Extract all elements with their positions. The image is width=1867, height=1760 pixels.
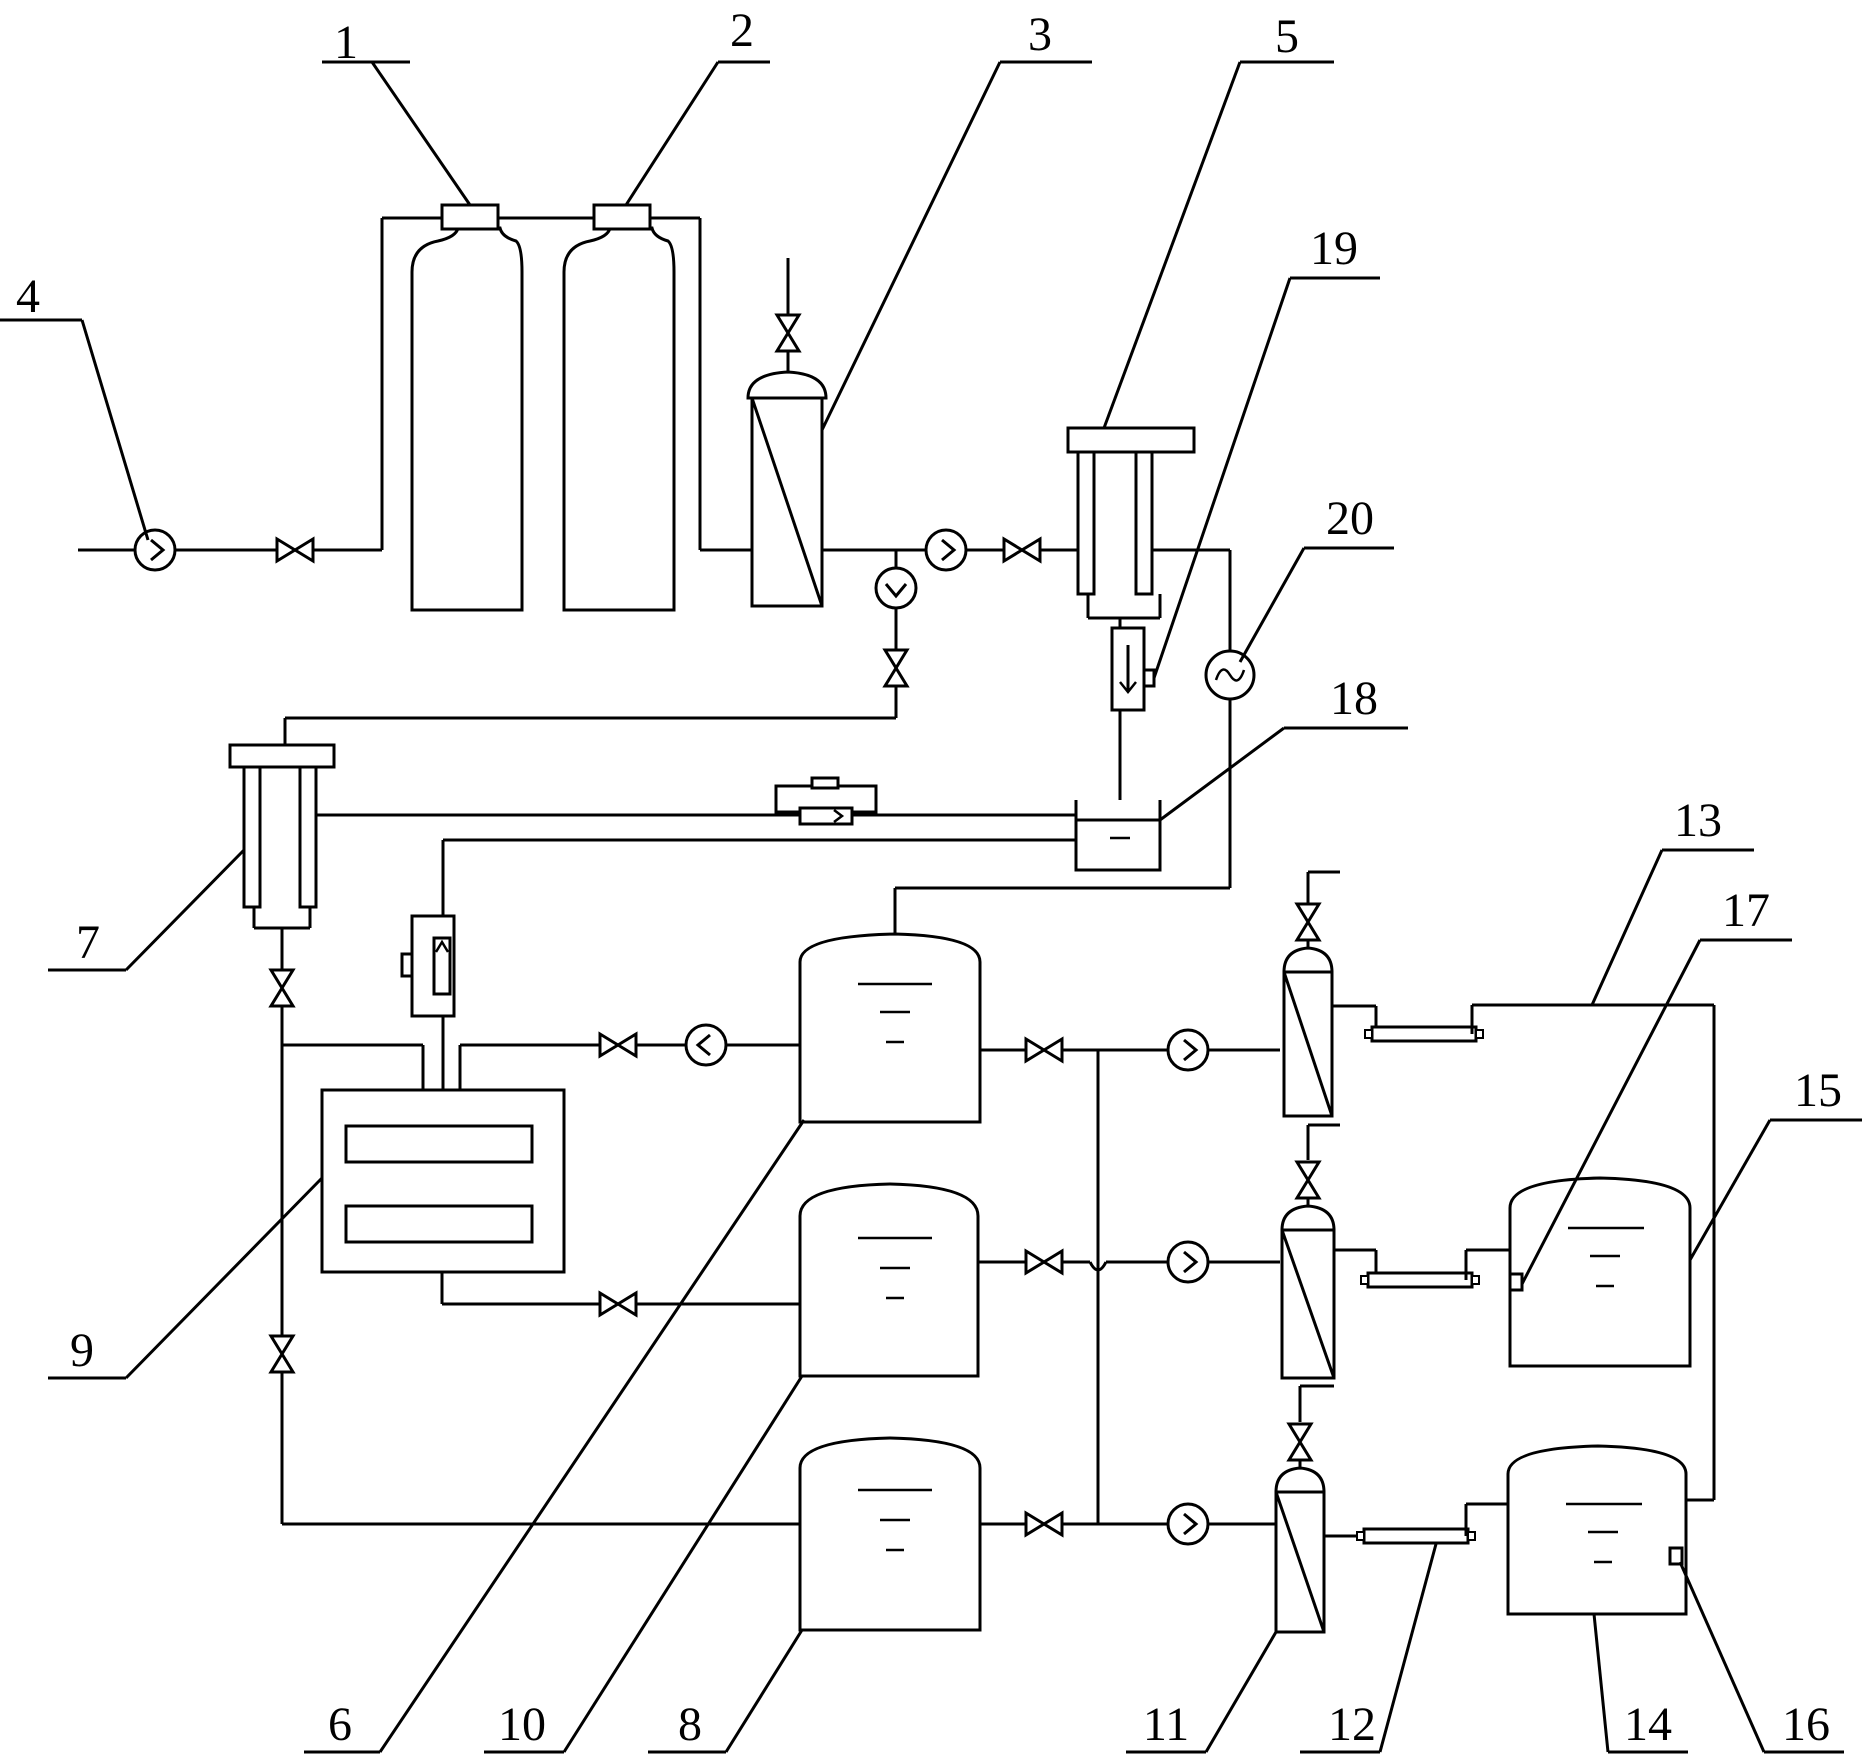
label-6: 6	[328, 1698, 352, 1751]
tank-10	[798, 1182, 980, 1378]
label-9: 9	[70, 1324, 94, 1377]
membrane-module-7	[228, 743, 336, 930]
label-15: 15	[1794, 1064, 1842, 1117]
inlet-pump-icon	[133, 528, 177, 572]
cartridge-filter-11	[1274, 1384, 1334, 1634]
label-19: 19	[1310, 222, 1358, 275]
pump-row3-icon	[1166, 1502, 1210, 1546]
label-1: 1	[334, 16, 358, 69]
tank8-outlet-valve-icon	[1024, 1511, 1064, 1537]
booster-pump-icon	[924, 528, 968, 572]
inlet-valve-icon	[275, 537, 315, 563]
horizontal-flowmeter	[774, 776, 878, 826]
label-3: 3	[1028, 8, 1052, 61]
label-18: 18	[1330, 672, 1378, 725]
filter-vessel-1	[410, 203, 524, 612]
uv-tube-row2	[1359, 1271, 1481, 1289]
tank10-outlet-valve-icon	[1024, 1249, 1064, 1275]
cartridge-filter-row2	[1280, 1123, 1340, 1380]
heater-pump-icon	[684, 1023, 728, 1067]
tank-14	[1506, 1444, 1688, 1616]
label-2: 2	[730, 4, 754, 57]
label-8: 8	[678, 1698, 702, 1751]
tank6-outlet-valve-icon	[1024, 1037, 1064, 1063]
label-17: 17	[1722, 884, 1770, 937]
pump-row1-icon	[1166, 1028, 1210, 1072]
filter-vessel-2	[562, 203, 676, 612]
level-sensor-16	[1668, 1546, 1684, 1566]
heater-outlet-valve-icon	[598, 1291, 638, 1317]
branch-valve-icon	[883, 648, 909, 688]
label-14: 14	[1624, 1698, 1672, 1751]
cartridge-filter-3	[746, 258, 828, 608]
drain-valve-icon	[269, 968, 295, 1008]
label-5: 5	[1275, 10, 1299, 63]
label-11: 11	[1143, 1698, 1189, 1751]
rotameter-19	[1110, 626, 1156, 712]
cartridge-filter-row1	[1282, 870, 1340, 1118]
label-13: 13	[1674, 794, 1722, 847]
return-valve-icon	[269, 1334, 295, 1374]
branch-pump-icon	[874, 566, 918, 610]
label-7: 7	[76, 916, 100, 969]
label-12: 12	[1328, 1698, 1376, 1751]
tank-8	[798, 1436, 982, 1632]
collection-cup-18	[1074, 800, 1162, 872]
leader-lines	[0, 60, 1862, 1754]
tank-6	[798, 932, 982, 1124]
rotameter-vertical	[400, 914, 456, 1018]
label-16: 16	[1782, 1698, 1830, 1751]
heater-9	[320, 1088, 566, 1274]
uv-tube-12	[1355, 1527, 1477, 1545]
label-20: 20	[1326, 492, 1374, 545]
feed-valve-icon	[1002, 537, 1042, 563]
level-sensor-17	[1508, 1272, 1524, 1292]
uv-tube-row1	[1363, 1025, 1485, 1043]
heater-inlet-valve-icon	[598, 1032, 638, 1058]
label-4: 4	[16, 270, 40, 323]
membrane-module-5	[1066, 426, 1196, 620]
pump-row2-icon	[1166, 1240, 1210, 1284]
tank-15	[1508, 1176, 1692, 1368]
label-10: 10	[498, 1698, 546, 1751]
